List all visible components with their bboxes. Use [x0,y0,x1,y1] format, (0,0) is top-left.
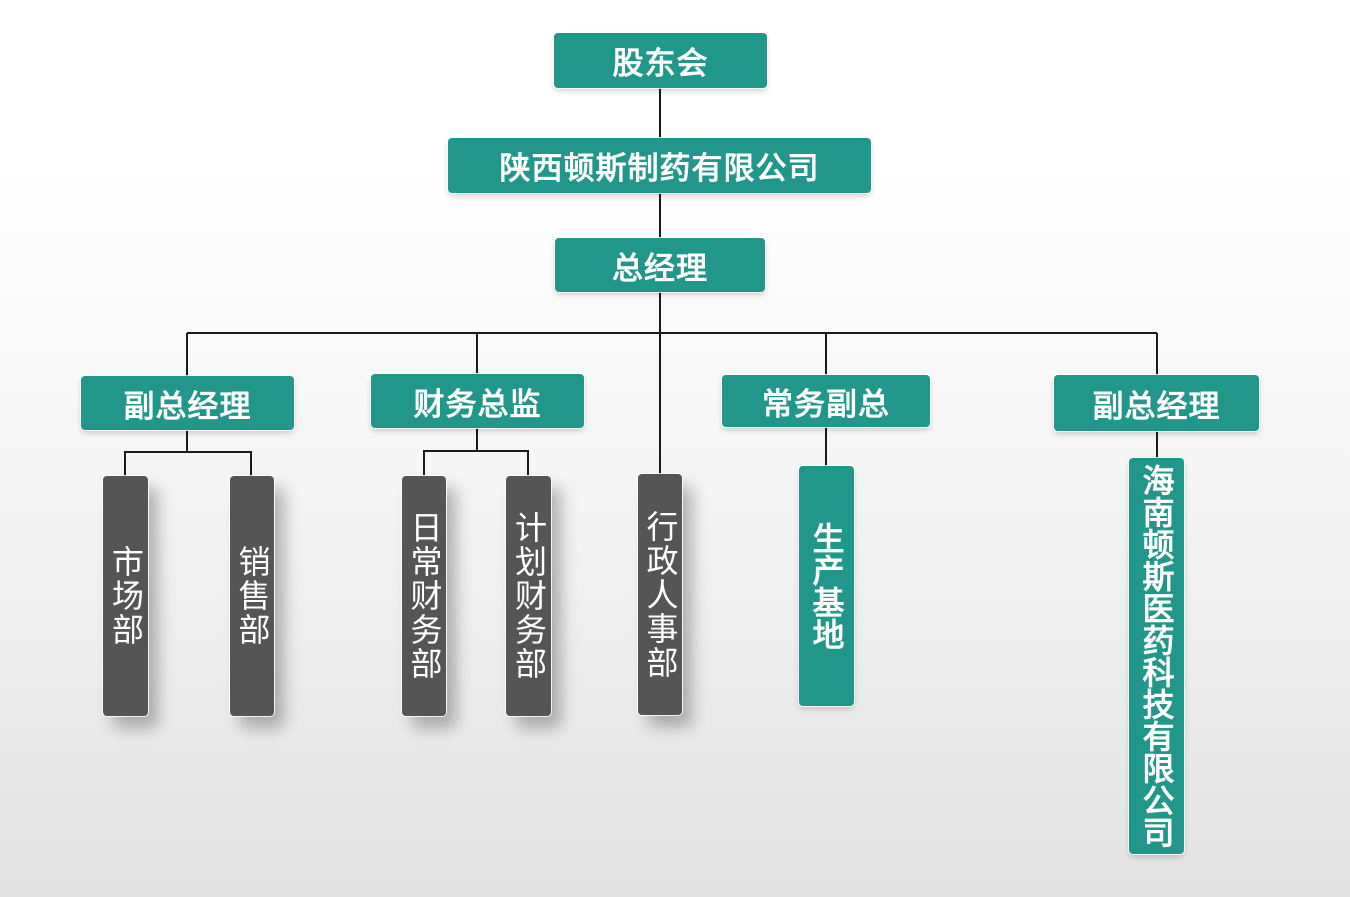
node-shareholders: 股东会 [554,33,767,88]
node-executive-vp: 常务副总 [722,375,930,427]
node-hainan-company: 海南顿斯医药科技有限公司 [1129,458,1184,854]
node-planning-finance-dept: 计划财务部 [506,476,551,716]
connector-cfo-children [423,428,529,476]
node-general-manager: 总经理 [555,238,765,292]
node-daily-finance-dept: 日常财务部 [402,476,446,716]
node-company: 陕西顿斯制药有限公司 [448,138,871,193]
node-vice-gm-right: 副总经理 [1054,375,1259,431]
node-sales-dept: 销售部 [230,476,274,716]
node-marketing-dept: 市场部 [103,476,148,716]
node-vice-gm-left: 副总经理 [81,376,294,430]
node-admin-hr-dept: 行政人事部 [638,474,682,715]
node-production-base: 生产基地 [799,466,854,706]
connector-vp-left-children [124,430,252,476]
node-cfo: 财务总监 [371,374,584,428]
